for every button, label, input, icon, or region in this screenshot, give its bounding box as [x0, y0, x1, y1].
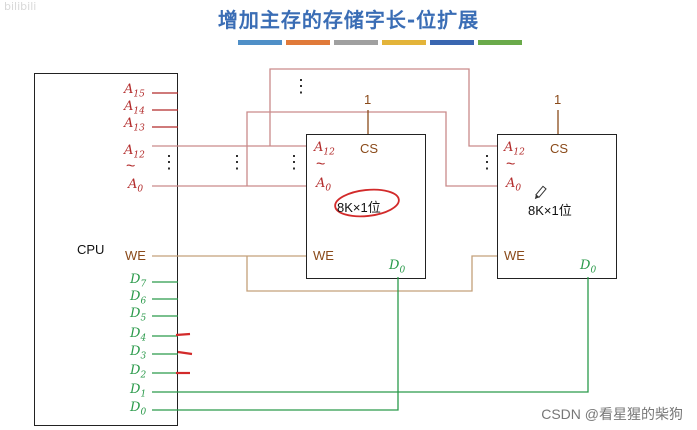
chip1-tilde: ~: [316, 156, 326, 173]
cpu-pin-d0: D0: [130, 400, 147, 418]
corner-watermark: bilibili: [4, 0, 37, 13]
title-bar-1: [238, 40, 282, 45]
chip1-pin-we: WE: [313, 248, 334, 263]
we-bus-to-chip2: [246, 255, 497, 292]
ellipsis-top: ⋮: [292, 76, 310, 96]
cpu-pin-d3: D3: [130, 344, 147, 362]
cpu-pin-a0: A0: [128, 177, 144, 195]
red-mark-d3: [177, 350, 193, 356]
chip1-pin-d0: D0: [389, 258, 406, 276]
cpu-pin-d7: D7: [130, 272, 147, 290]
cpu-tilde: ~: [126, 158, 136, 175]
red-circle-annotation: [334, 188, 400, 218]
title-bar-2: [286, 40, 330, 45]
title-bar-6: [478, 40, 522, 45]
cpu-box: [34, 73, 178, 426]
chip2-pin-a12: A12: [504, 140, 525, 158]
chip2-tilde: ~: [506, 156, 516, 173]
chip2-pin-a0: A0: [506, 176, 522, 194]
cpu-pin-a14: A14: [124, 99, 145, 117]
cpu-pin-d4: D4: [130, 326, 147, 344]
ellipsis-chip2-left: ⋮: [478, 152, 496, 172]
chip2-pin-d0: D0: [580, 258, 597, 276]
chip1-cs-input: 1: [364, 92, 372, 107]
a12-bus-to-chip2: [269, 68, 497, 147]
chip2-d0-wire: [152, 277, 589, 393]
title-bar-4: [382, 40, 426, 45]
cpu-pin-a13: A13: [124, 116, 145, 134]
cpu-pin-d2: D2: [130, 363, 147, 381]
chip1-pin-a12: A12: [314, 140, 335, 158]
cpu-pin-d6: D6: [130, 289, 147, 307]
red-mark-d4: [175, 332, 191, 337]
chip2-pin-cs: CS: [550, 141, 569, 156]
title-bar-3: [334, 40, 378, 45]
chip2-pin-we: WE: [504, 248, 525, 263]
chip1-capacity: 8K×1位: [337, 200, 381, 215]
title-bar-5: [430, 40, 474, 45]
cpu-pin-we: WE: [125, 248, 146, 263]
cpu-label: CPU: [77, 242, 105, 257]
ellipsis-mid-bus: ⋮: [228, 152, 246, 172]
chip1-pin-cs: CS: [360, 141, 379, 156]
chip1-pin-a0: A0: [316, 176, 332, 194]
chip2-cs-input: 1: [554, 92, 562, 107]
pencil-icon: [534, 185, 547, 200]
cpu-pin-d5: D5: [130, 306, 147, 324]
chip-2-box: [497, 134, 617, 279]
page-title: 增加主存的存储字长-位扩展: [217, 8, 480, 32]
chip1-d0-wire: [152, 277, 399, 411]
cpu-pin-a12: A12: [124, 143, 145, 161]
cpu-pin-a15: A15: [124, 82, 145, 100]
ellipsis-cpu-bus: ⋮: [160, 152, 178, 172]
chip2-capacity: 8K×1位: [528, 203, 572, 218]
chip-1-box: [306, 134, 426, 279]
cpu-pin-d1: D1: [130, 382, 147, 400]
a0-bus-to-chip2: [246, 111, 497, 187]
ellipsis-chip1-left: ⋮: [285, 152, 303, 172]
title-underline-bars: [238, 40, 522, 45]
csdn-watermark: CSDN @看星猩的柴狗: [541, 406, 683, 422]
